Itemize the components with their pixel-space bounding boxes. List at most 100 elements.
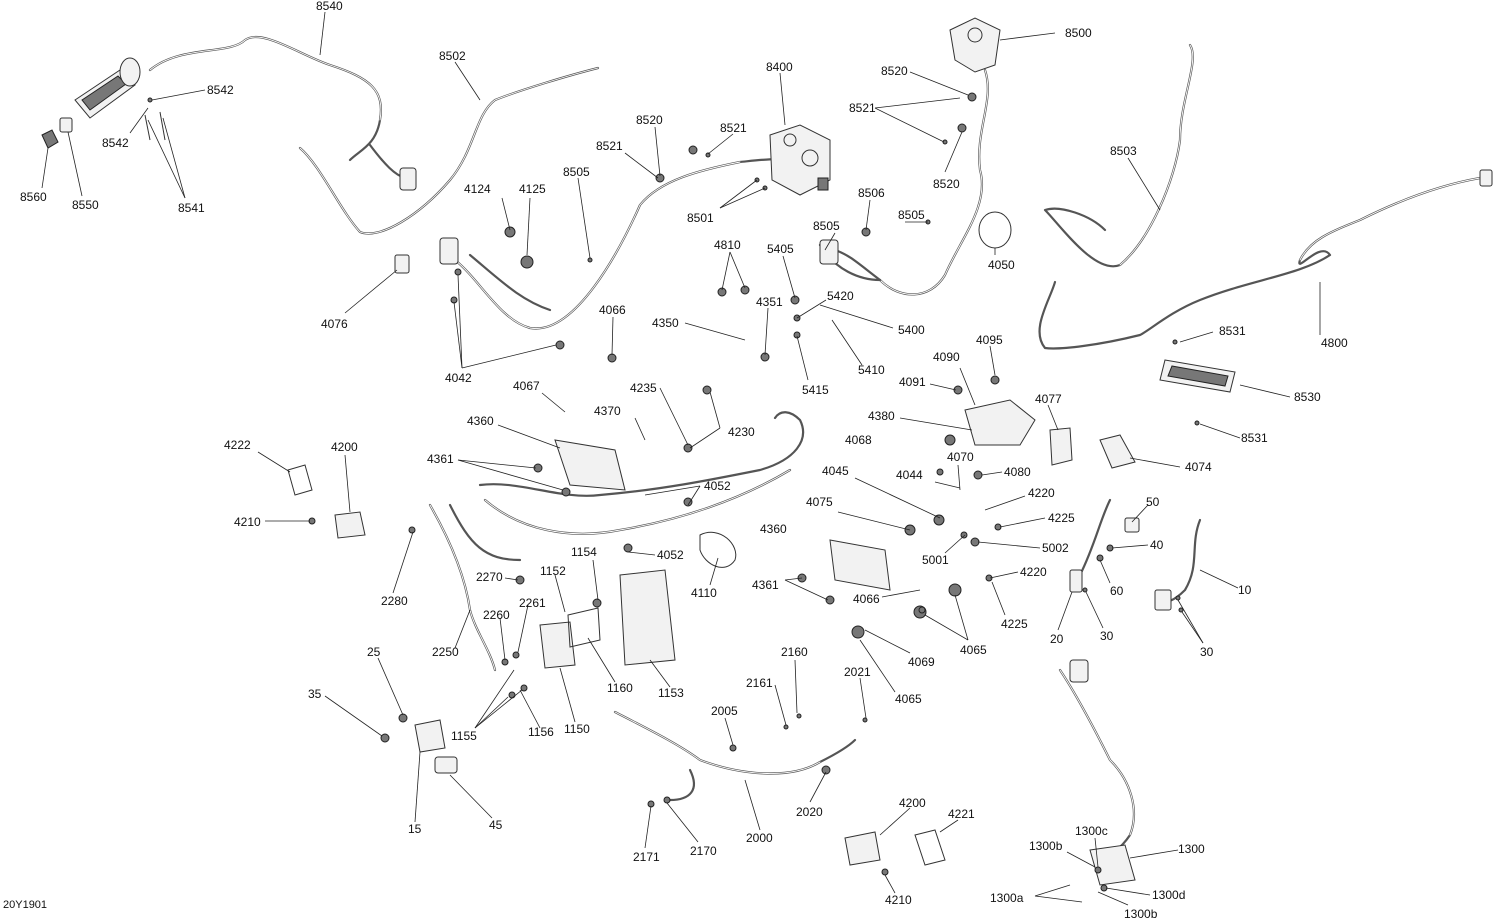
- connector-harness: [439, 237, 459, 265]
- callout-labels: 8540 8502 8542 8542 8560 8550 8541 8400 …: [3, 0, 1348, 921]
- callout-4076: 4076: [321, 317, 348, 331]
- callout-8505: 8505: [898, 208, 925, 222]
- callout-8521: 8521: [849, 101, 876, 115]
- callout-4370: 4370: [594, 404, 621, 418]
- callout-2280: 2280: [381, 594, 408, 608]
- callout-1160: 1160: [607, 681, 633, 695]
- callout-8521: 8521: [596, 139, 623, 153]
- callout-2170: 2170: [690, 844, 717, 858]
- callout-8540: 8540: [316, 0, 343, 13]
- callout-8542: 8542: [102, 136, 129, 150]
- callout-4091: 4091: [899, 375, 926, 389]
- callout-8520: 8520: [933, 177, 960, 191]
- callout-4361: 4361: [752, 578, 779, 592]
- callout-4210: 4210: [885, 893, 912, 907]
- module-1153: [619, 569, 676, 666]
- callout-30: 30: [1100, 629, 1114, 643]
- callout-4361: 4361: [427, 452, 454, 466]
- callout-5410: 5410: [858, 363, 885, 377]
- gasket-4050: [978, 211, 1012, 249]
- clamp-4110: [699, 531, 737, 568]
- callout-4810: 4810: [714, 238, 741, 252]
- callout-1154: 1154: [571, 545, 597, 559]
- callout-1300a: 1300a: [990, 891, 1024, 905]
- leader-lines: [41, 11, 1321, 906]
- callout-1300b: 1300b: [1124, 907, 1158, 921]
- callout-2021: 2021: [844, 665, 871, 679]
- callout-4090: 4090: [933, 350, 960, 364]
- bracket-4222: [287, 464, 313, 496]
- callout-8502: 8502: [439, 49, 466, 63]
- callout-30: 30: [1200, 645, 1214, 659]
- callout-1150: 1150: [564, 722, 590, 736]
- wire-harnesses: [148, 35, 1482, 862]
- connector-1300: [1069, 659, 1089, 683]
- callout-4065: 4065: [960, 643, 987, 657]
- callout-4350: 4350: [652, 316, 679, 330]
- callout-20: 20: [1050, 632, 1064, 646]
- callout-4360: 4360: [760, 522, 787, 536]
- callout-8400: 8400: [766, 60, 793, 74]
- callout-8506: 8506: [858, 186, 885, 200]
- callout-4200: 4200: [331, 440, 358, 454]
- boot-45: [434, 756, 458, 774]
- callout-4067: 4067: [513, 379, 540, 393]
- callout-2005: 2005: [711, 704, 738, 718]
- callout-8531: 8531: [1241, 431, 1268, 445]
- callout-2020: 2020: [796, 805, 823, 819]
- callout-4052: 4052: [657, 548, 684, 562]
- callout-1300: 1300: [1178, 842, 1205, 856]
- callout-4065: 4065: [895, 692, 922, 706]
- callout-4110: 4110: [691, 586, 717, 600]
- callout-2260: 2260: [483, 608, 510, 622]
- callout-8541: 8541: [178, 201, 205, 215]
- callout-2270: 2270: [476, 570, 503, 584]
- callout-4044: 4044: [896, 468, 923, 482]
- callout-1152: 1152: [540, 564, 566, 578]
- sensor-10: [1154, 589, 1172, 611]
- callout-5001: 5001: [922, 553, 949, 567]
- callout-4052: 4052: [704, 479, 731, 493]
- callout-4210: 4210: [234, 515, 261, 529]
- bracket-4077: [1049, 427, 1073, 466]
- callout-50: 50: [1146, 495, 1160, 509]
- callout-4221: 4221: [948, 807, 975, 821]
- callout-4074: 4074: [1185, 460, 1212, 474]
- callout-4050: 4050: [988, 258, 1015, 272]
- callout-8505: 8505: [813, 219, 840, 233]
- callout-4066: 4066: [599, 303, 626, 317]
- callout-4125: 4125: [519, 182, 546, 196]
- callout-8500: 8500: [1065, 26, 1092, 40]
- callout-8521: 8521: [720, 121, 747, 135]
- callout-5420: 5420: [827, 289, 854, 303]
- part-50: [1124, 517, 1140, 533]
- relay-1300: [1089, 844, 1136, 886]
- callout-5400: 5400: [898, 323, 925, 337]
- callout-2161: 2161: [746, 676, 773, 690]
- clip-4200-left: [334, 511, 366, 539]
- bracket-4221: [914, 829, 946, 866]
- callout-4075: 4075: [806, 495, 833, 509]
- callout-2261: 2261: [519, 596, 546, 610]
- callout-4045: 4045: [822, 464, 849, 478]
- callout-4225: 4225: [1001, 617, 1028, 631]
- callout-4230: 4230: [728, 425, 755, 439]
- callout-4080: 4080: [1004, 465, 1031, 479]
- callout-45: 45: [489, 818, 503, 832]
- callout-4069: 4069: [908, 655, 935, 669]
- callout-1300d: 1300d: [1152, 888, 1185, 902]
- callout-2000: 2000: [746, 831, 773, 845]
- callout-35: 35: [308, 687, 322, 701]
- connector-8505: [819, 239, 839, 265]
- callout-2160: 2160: [781, 645, 808, 659]
- callout-4222: 4222: [224, 438, 251, 452]
- connector-4076: [394, 254, 410, 274]
- callout-4380: 4380: [868, 409, 895, 423]
- callout-4068: 4068: [845, 433, 872, 447]
- connector-8502: [399, 167, 417, 191]
- callout-10: 10: [1238, 583, 1252, 597]
- callout-2171: 2171: [633, 850, 660, 864]
- callout-8520: 8520: [881, 64, 908, 78]
- sensor-20: [1069, 569, 1083, 593]
